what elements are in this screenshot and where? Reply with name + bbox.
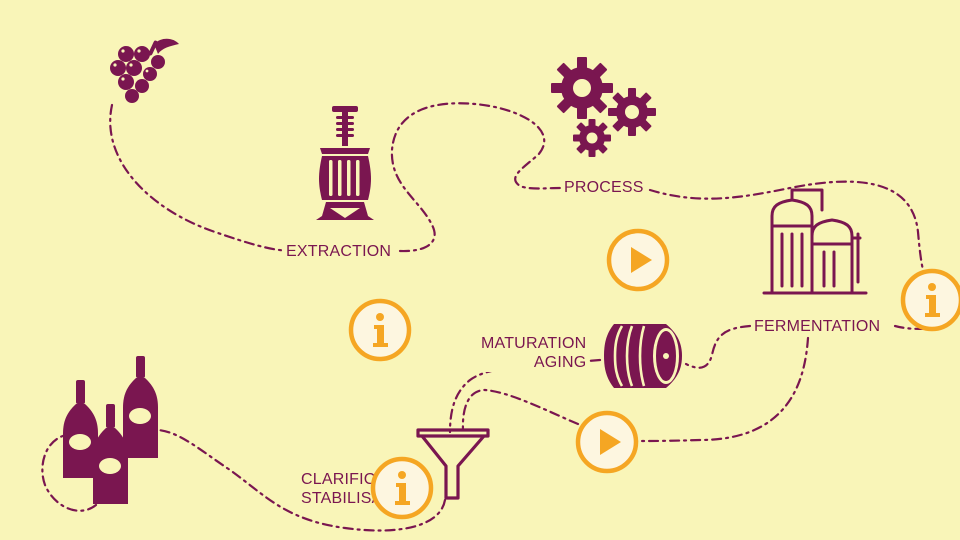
path-play-to-funnel — [461, 388, 580, 432]
label-fermentation: FERMENTATION — [751, 317, 884, 336]
label-extraction: EXTRACTION — [283, 242, 395, 261]
play-hotspot-maturation[interactable] — [575, 410, 639, 474]
play-icon — [606, 228, 670, 292]
path-extraction-to-process — [390, 102, 562, 253]
info-icon — [900, 268, 960, 332]
info-hotspot-clarification[interactable] — [370, 456, 434, 520]
label-process: PROCESS — [561, 178, 647, 197]
info-icon — [348, 298, 412, 362]
path-process-to-fermentation — [648, 180, 927, 280]
funnel-icon — [416, 428, 490, 500]
wine-bottles-icon — [63, 356, 158, 504]
label-maturation: MATURATION AGING — [478, 334, 590, 372]
path-fermentation-to-play — [634, 336, 810, 443]
info-hotspot-extraction[interactable] — [348, 298, 412, 362]
play-hotspot-process[interactable] — [606, 228, 670, 292]
wine-press-icon — [316, 106, 374, 220]
path-grapes-to-extraction — [109, 103, 292, 253]
path-fermentation-to-barrel — [684, 324, 752, 369]
label-maturation-line1: MATURATION — [481, 335, 587, 352]
barrel-icon — [604, 324, 682, 388]
info-icon — [370, 456, 434, 520]
path-bottles-loop — [41, 433, 98, 512]
fermentation-tanks-icon — [762, 188, 868, 295]
path-funnel-to-bottles — [156, 428, 447, 532]
grapes-icon — [110, 38, 179, 103]
info-hotspot-fermentation[interactable] — [900, 268, 960, 332]
play-icon — [575, 410, 639, 474]
label-maturation-line2: AGING — [533, 354, 587, 371]
gears-icon — [551, 57, 656, 157]
